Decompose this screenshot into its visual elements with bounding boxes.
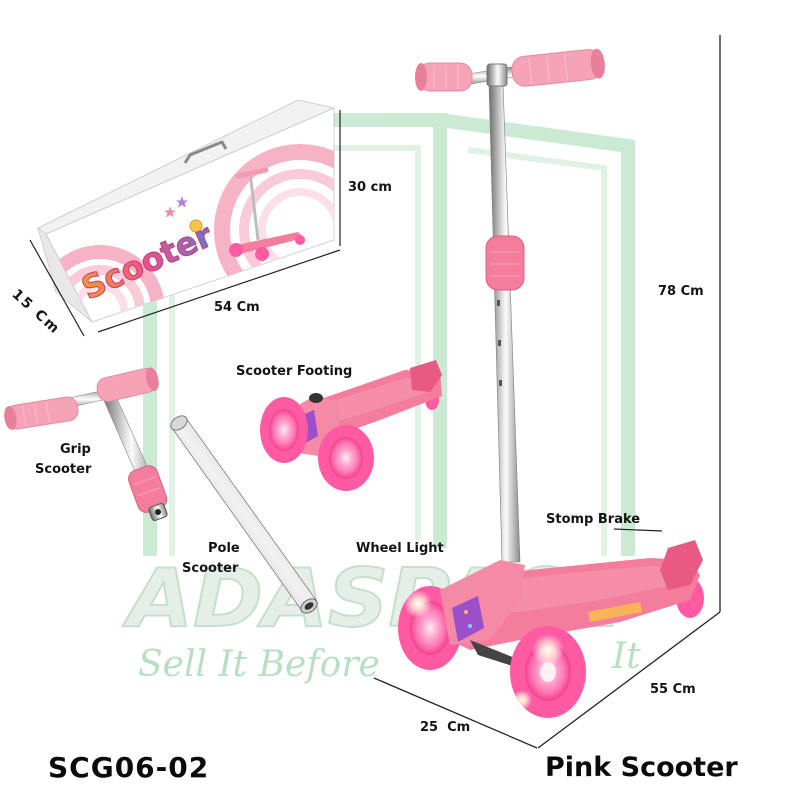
right-grip bbox=[511, 48, 605, 87]
deck-top bbox=[470, 566, 680, 612]
pole-label-line2: Scooter bbox=[182, 561, 239, 576]
height-clamp bbox=[485, 235, 525, 291]
scooter-height-label: 78 Cm bbox=[658, 284, 704, 299]
scooter-length-line bbox=[537, 611, 721, 749]
watermark-frame-right bbox=[439, 113, 635, 556]
stomp-brake bbox=[660, 540, 703, 590]
product-code: SCG06-02 bbox=[48, 751, 210, 784]
scooter-width-line bbox=[373, 677, 538, 749]
scooter-length-label: 55 Cm bbox=[650, 682, 696, 697]
footing-label: Scooter Footing bbox=[236, 364, 353, 379]
scooter-width-label: 25 Cm bbox=[420, 720, 471, 735]
stomp-brake-leader bbox=[613, 528, 663, 532]
scooter-dimension-lines bbox=[373, 35, 721, 749]
left-grip bbox=[415, 62, 473, 92]
deck-side-decal bbox=[588, 602, 642, 622]
wheel-light-label: Wheel Light bbox=[356, 541, 444, 556]
wheel-light-glow bbox=[404, 590, 564, 710]
star-icon bbox=[176, 196, 188, 208]
footing-left-wheel bbox=[260, 397, 308, 463]
pole-hole bbox=[499, 380, 502, 386]
box-length-label: 54 Cm bbox=[214, 300, 260, 315]
watermark-slogan-end: It bbox=[611, 636, 641, 677]
grip-label-line2: Scooter bbox=[35, 462, 92, 477]
footing-socket bbox=[309, 393, 323, 403]
grip-part bbox=[4, 367, 168, 521]
main-scooter bbox=[398, 48, 704, 718]
front-housing-decal bbox=[452, 596, 484, 642]
box-handle bbox=[183, 140, 228, 164]
box-depth-line bbox=[29, 239, 85, 337]
box-height-label: 30 cm bbox=[348, 180, 392, 195]
pole-part bbox=[170, 415, 318, 614]
box-cat-mascot bbox=[189, 219, 203, 233]
watermark-frame-inner-right bbox=[467, 147, 607, 556]
pole-hole bbox=[498, 340, 501, 346]
box-mini-scooter bbox=[229, 167, 305, 261]
stomp-brake-label: Stomp Brake bbox=[546, 512, 641, 527]
handlebar-junction bbox=[486, 63, 508, 87]
grip-label-line1: Grip bbox=[60, 442, 91, 457]
footing-deck-top bbox=[330, 378, 432, 422]
handlebar bbox=[415, 48, 605, 92]
product-box: Scooter bbox=[37, 99, 336, 323]
footing-brake bbox=[410, 360, 442, 392]
star-icon bbox=[164, 206, 176, 218]
product-name: Pink Scooter bbox=[545, 752, 738, 783]
footing-right-wheel bbox=[318, 425, 374, 491]
pole-hole bbox=[497, 300, 500, 306]
box-length-line bbox=[97, 249, 341, 333]
box-dimension-lines bbox=[29, 110, 341, 337]
footing-part bbox=[260, 360, 442, 491]
watermark-slogan-start: Sell It Before bbox=[138, 644, 380, 685]
pole-label-line1: Pole bbox=[208, 541, 240, 556]
